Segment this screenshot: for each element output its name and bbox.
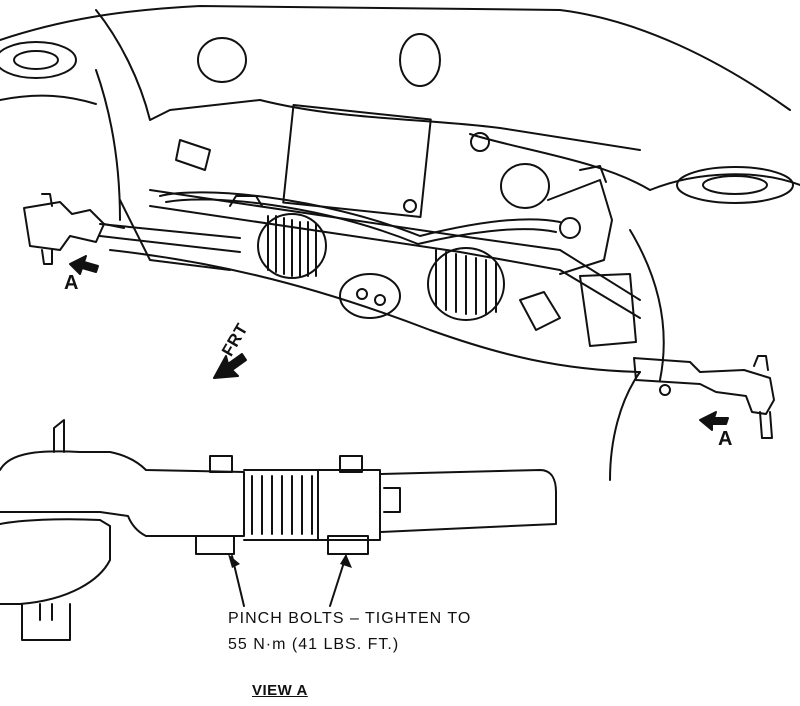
pinch-bolt-instruction-line1: PINCH BOLTS – TIGHTEN TO bbox=[228, 610, 472, 627]
pinch-bolt-torque-spec: 55 N·m (41 LBS. FT.) bbox=[228, 636, 400, 653]
view-a-arrows bbox=[69, 255, 729, 431]
right-strut-tower bbox=[676, 166, 794, 204]
leader-arrowheads bbox=[228, 554, 352, 568]
view-a-title: VIEW A bbox=[252, 682, 308, 699]
view-a-callout-right: A bbox=[718, 428, 733, 450]
view-a-callout-left: A bbox=[64, 272, 79, 294]
view-a-detail bbox=[0, 419, 557, 641]
rack-and-pinion-assembly bbox=[99, 165, 641, 347]
left-strut-tower bbox=[0, 41, 77, 79]
right-tie-rod-end bbox=[633, 355, 775, 439]
firewall-panel-details bbox=[175, 33, 550, 218]
left-tie-rod-end bbox=[23, 193, 125, 265]
